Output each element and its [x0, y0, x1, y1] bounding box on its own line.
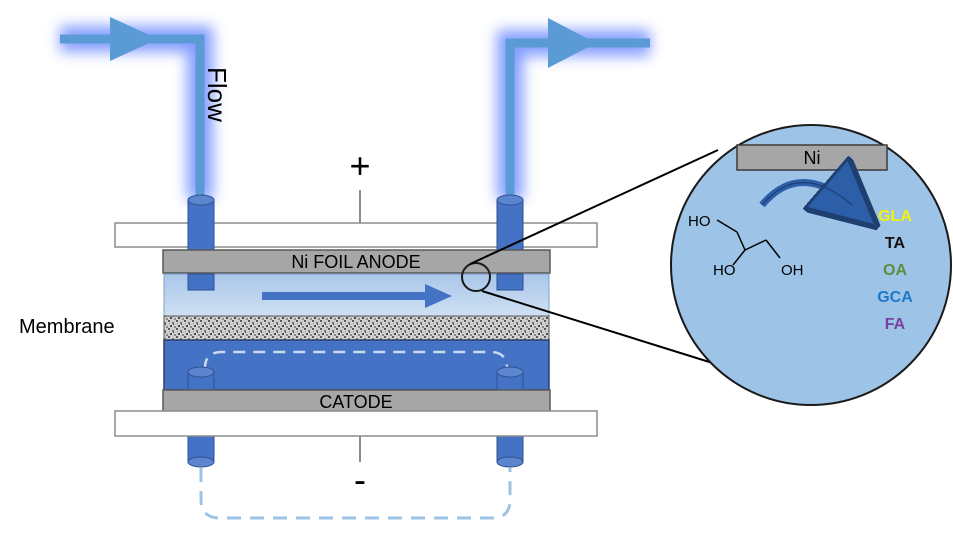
- bottom-end-plate: [114, 410, 598, 437]
- cathode-label: CATODE: [319, 392, 392, 412]
- outlet-pipe: [505, 18, 650, 200]
- plus-sign: +: [349, 145, 370, 186]
- molecule-oh: OH: [781, 262, 804, 279]
- product-label: GCA: [877, 289, 913, 306]
- product-label: GLA: [878, 208, 912, 225]
- molecule-ho-bottom: HO: [713, 262, 736, 279]
- flow-label: Flow: [202, 67, 232, 122]
- cathode-channel: [163, 339, 550, 391]
- molecule-ho-top: HO: [688, 213, 711, 230]
- cathode-flow-path: [203, 350, 509, 390]
- anode-label: Ni FOIL ANODE: [291, 252, 420, 272]
- membrane-label: Membrane: [19, 316, 115, 338]
- outlet-arrow-head: [548, 18, 596, 68]
- inset-ni-label: Ni: [804, 148, 821, 168]
- recirculation-loop: [199, 468, 512, 520]
- product-list: GLA TA OA GCA FA: [877, 208, 913, 333]
- channel-flow-arrow: [262, 284, 452, 308]
- zoom-line-top: [469, 149, 719, 265]
- anode-plate: [162, 249, 551, 274]
- inlet-pipe: [60, 17, 205, 200]
- zoom-line-bottom: [481, 290, 736, 371]
- top-end-plate: [114, 222, 598, 248]
- bottom-connectors: [187, 435, 524, 468]
- minus-sign: -: [354, 459, 366, 500]
- inlet-arrow-head: [110, 17, 158, 61]
- product-label: FA: [885, 316, 906, 333]
- product-label: TA: [885, 235, 906, 252]
- zoom-spot: [461, 262, 491, 292]
- product-label: OA: [883, 262, 907, 279]
- glycerol-molecule: [716, 219, 781, 266]
- membrane: [163, 315, 550, 341]
